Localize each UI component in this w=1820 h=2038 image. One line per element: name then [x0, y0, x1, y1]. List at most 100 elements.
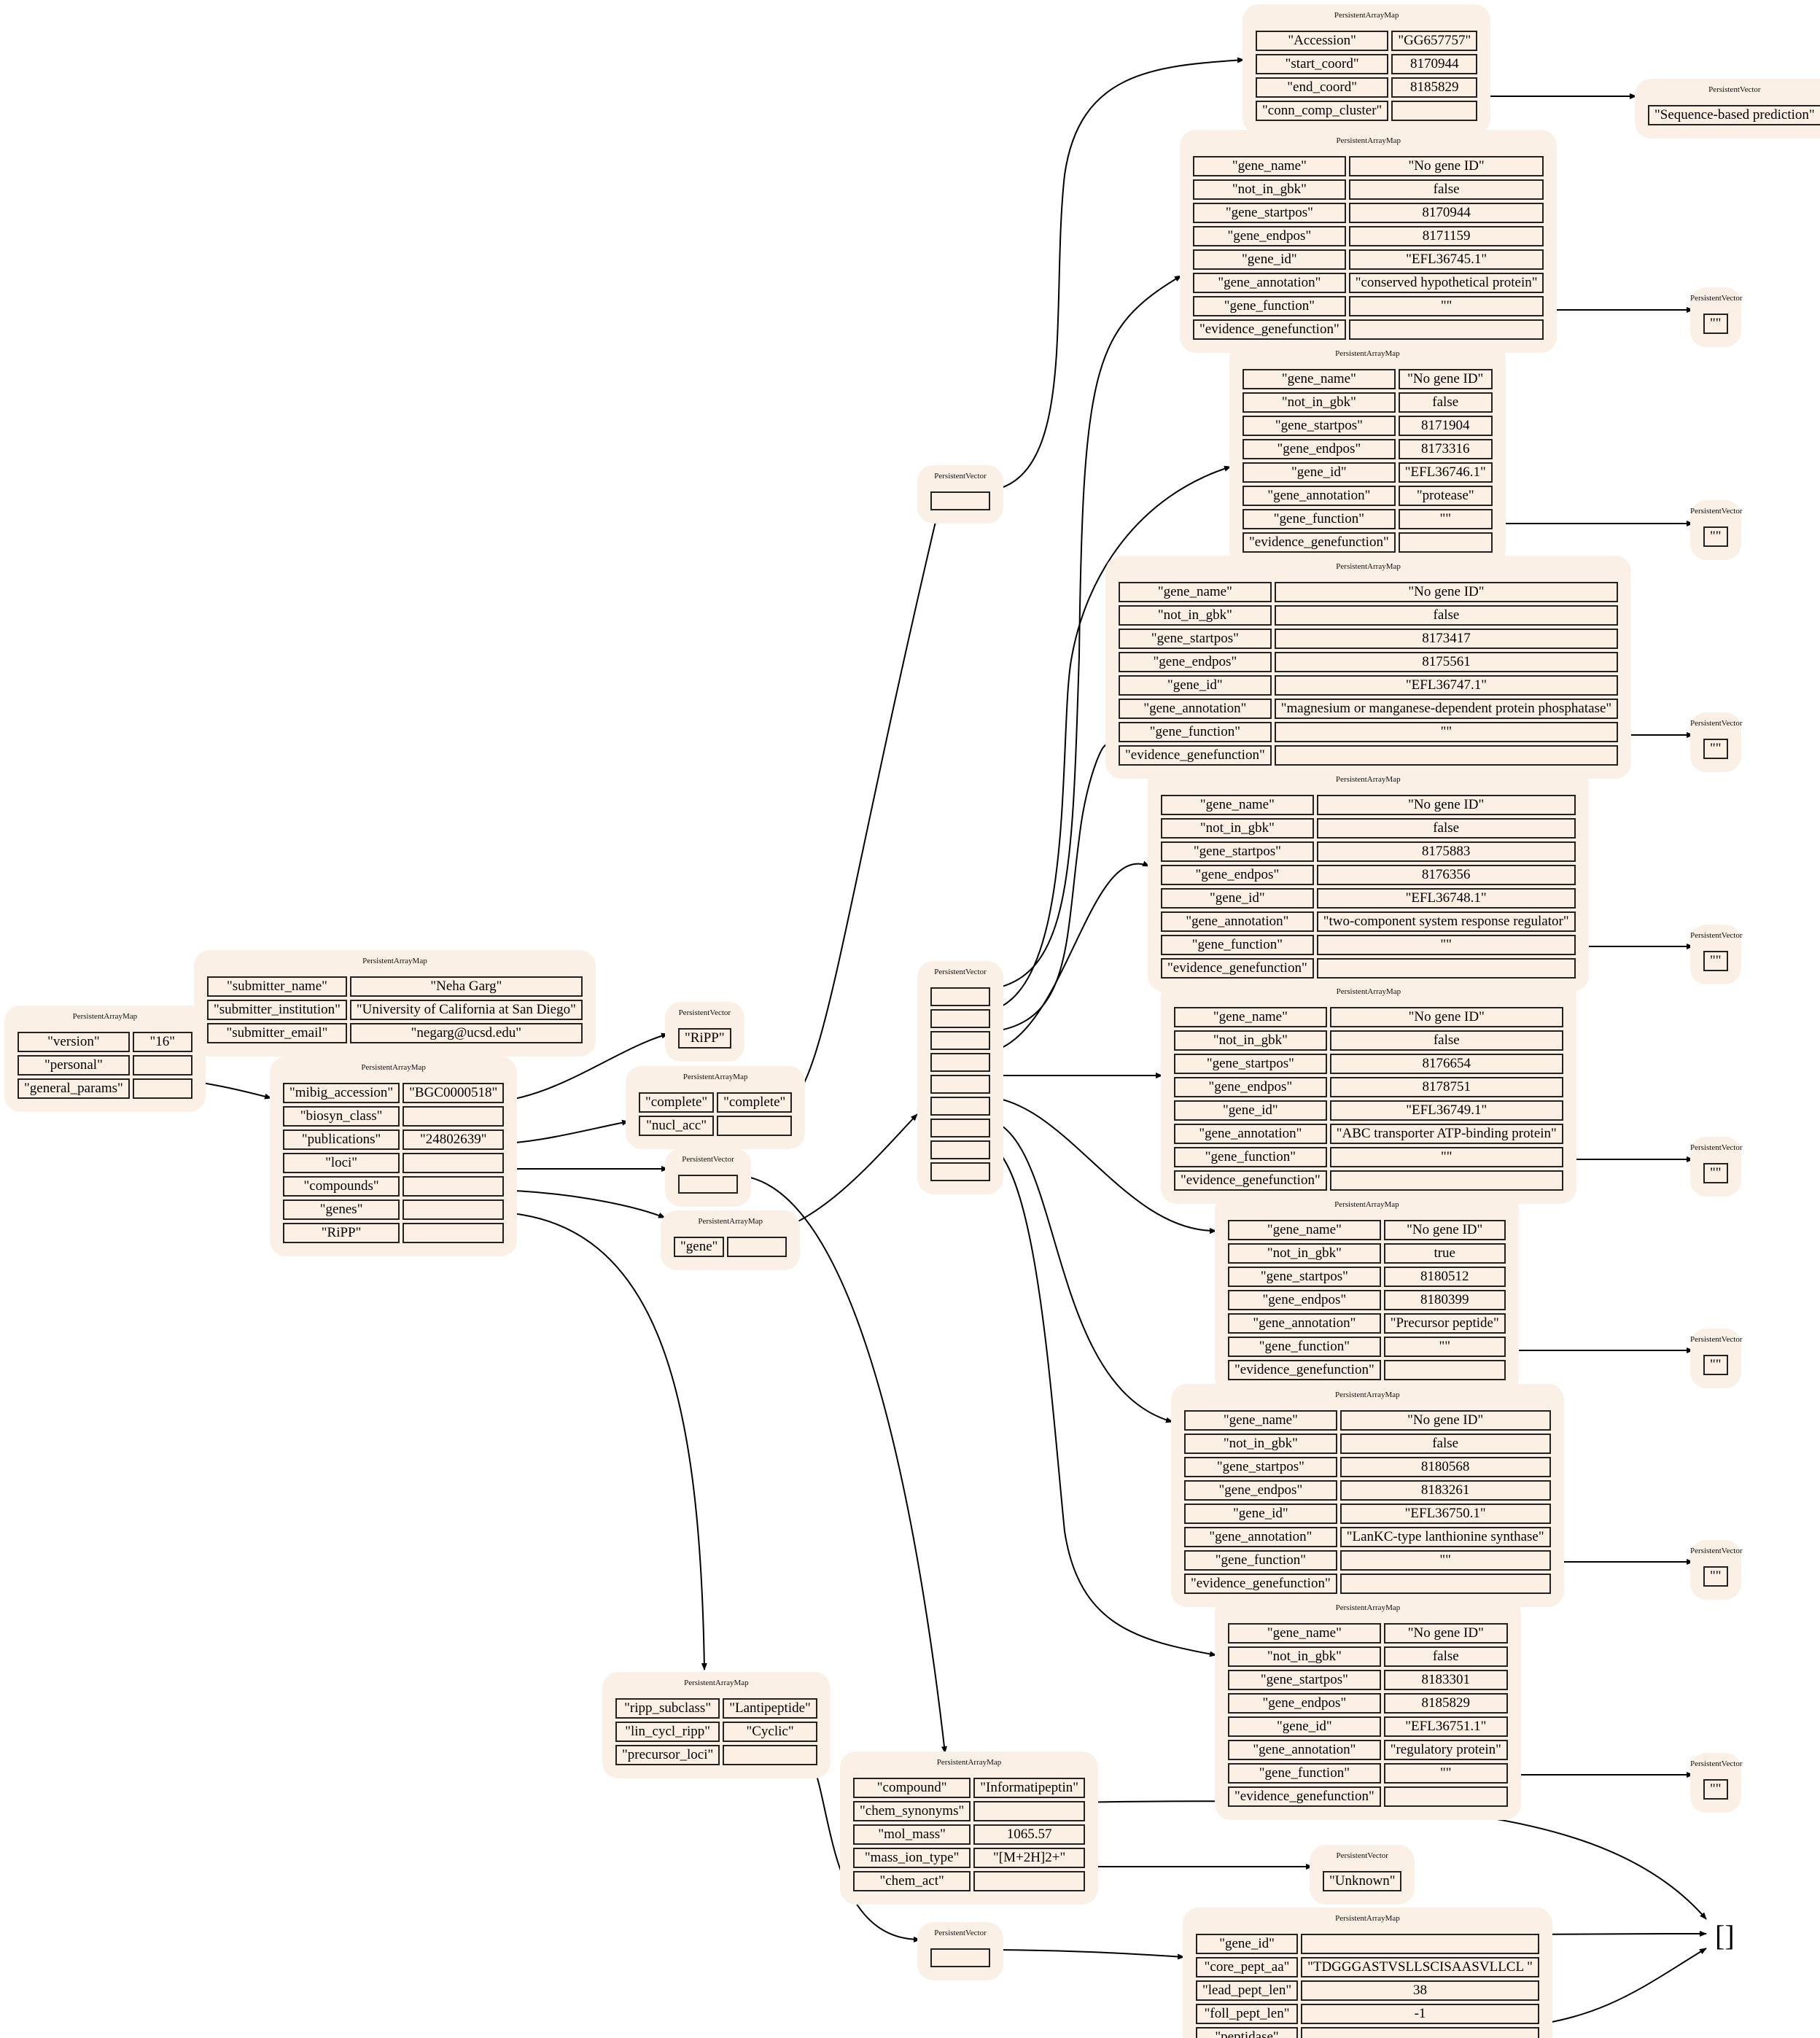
record-value: "" — [1383, 1763, 1508, 1784]
record-row: "core_pept_aa""TDGGGASTVSLLSCISAASVLLCL … — [1196, 1957, 1539, 1977]
record-row: "evidence_genefunction" — [1184, 1574, 1551, 1594]
record-table: "gene_name""No gene ID""not_in_gbk"false… — [1190, 153, 1547, 343]
record-row: "gene_id""EFL36745.1" — [1193, 249, 1544, 270]
record-value: 8175883 — [1316, 841, 1576, 862]
record-table: "gene_name""No gene ID""not_in_gbk"false… — [1181, 1407, 1554, 1597]
record-value — [402, 1199, 505, 1220]
record-value: "protease" — [1398, 486, 1493, 506]
record-value — [1301, 2027, 1539, 2038]
edge-arrow — [981, 1096, 1217, 1234]
record-row: "general_params" — [18, 1078, 192, 1099]
record-value: 8185829 — [1383, 1693, 1508, 1714]
record-key: "evidence_genefunction" — [1193, 319, 1346, 340]
record-key: "publications" — [283, 1129, 400, 1150]
node-type-label: PersistentArrayMap — [684, 1679, 749, 1687]
evidence-vector-3: PersistentVector "" — [1690, 712, 1743, 772]
record-table: "gene_name""No gene ID""not_in_gbk"false… — [1171, 1004, 1566, 1194]
record-row: "gene_startpos"8180512 — [1228, 1267, 1506, 1287]
record-value: 8173316 — [1398, 439, 1493, 459]
record-row: "Sequence-based prediction" — [1648, 105, 1820, 125]
record-value: false — [1274, 605, 1619, 626]
record-value: 38 — [1301, 1980, 1539, 2001]
node-type-label: PersistentArrayMap — [361, 1063, 426, 1072]
record-value — [1274, 745, 1619, 766]
record-value: "No gene ID" — [1398, 369, 1493, 389]
record-key: "not_in_gbk" — [1242, 392, 1396, 413]
record-value — [930, 1119, 990, 1137]
record-value: "" — [1703, 1355, 1728, 1375]
record-row: "evidence_genefunction" — [1242, 532, 1493, 553]
record-value: "" — [1703, 526, 1728, 547]
node-type-label: PersistentVector — [1690, 719, 1743, 728]
record-value — [402, 1153, 505, 1173]
node-type-label: PersistentVector — [934, 472, 987, 481]
gene-map-8: PersistentArrayMap"gene_name""No gene ID… — [1215, 1597, 1521, 1820]
record-row: "gene_name""No gene ID" — [1119, 582, 1619, 602]
node-type-label: PersistentVector — [678, 1008, 731, 1017]
edge-arrow — [981, 1949, 1185, 1960]
node-type-label: PersistentArrayMap — [1335, 1603, 1401, 1612]
record-row: "" — [1703, 1355, 1728, 1375]
record-row: "" — [1703, 951, 1728, 971]
record-row: "gene_function""" — [1228, 1763, 1508, 1784]
record-value: "" — [1703, 739, 1728, 759]
evidence-vector-7: PersistentVector"" — [1690, 1540, 1742, 1600]
record-key: "gene_endpos" — [1228, 1290, 1381, 1310]
node-type-label: PersistentVector — [1690, 931, 1743, 940]
record-row: "not_in_gbk"false — [1119, 605, 1619, 626]
record-row — [930, 1009, 990, 1028]
record-row: "compound""Informatipeptin" — [853, 1778, 1085, 1798]
record-value: false — [1329, 1030, 1563, 1051]
node-type-label: PersistentVector — [1690, 294, 1743, 303]
record-key: "gene_name" — [1161, 795, 1314, 815]
record-value — [717, 1116, 793, 1136]
record-key: "evidence_genefunction" — [1119, 745, 1272, 766]
record-value: "Unknown" — [1323, 1871, 1402, 1891]
node-type-label: PersistentArrayMap — [1336, 136, 1401, 145]
node-type-label: PersistentArrayMap — [1335, 775, 1401, 784]
record-row: "personal" — [18, 1055, 192, 1076]
gene-vector: PersistentVector — [917, 961, 1003, 1194]
record-row — [930, 1140, 990, 1159]
gene-map-4: PersistentArrayMap"gene_name""No gene ID… — [1148, 769, 1589, 992]
record-key: "version" — [18, 1032, 130, 1052]
node-type-label: PersistentArrayMap — [936, 1758, 1002, 1767]
precursor-loci-vector: PersistentVector — [917, 1922, 1003, 1980]
record-value — [727, 1237, 788, 1257]
record-row: "mol_mass"1065.57 — [853, 1824, 1085, 1845]
node-type-label: PersistentVector — [1690, 507, 1743, 516]
record-row: "gene_name""No gene ID" — [1174, 1007, 1563, 1027]
compound-map: PersistentArrayMap "compound""Informatipe… — [840, 1751, 1098, 1905]
record-key: "evidence_genefunction" — [1184, 1574, 1337, 1594]
node-type-label: PersistentVector — [1708, 85, 1761, 94]
evidence-vector-6: PersistentVector"" — [1690, 1329, 1742, 1388]
record-value — [930, 1140, 990, 1159]
record-row: "evidence_genefunction" — [1174, 1170, 1563, 1191]
record-row: "" — [1703, 314, 1728, 334]
record-key: "loci" — [283, 1153, 400, 1173]
record-table: "gene_name""No gene ID""not_in_gbk"false… — [1240, 366, 1496, 556]
node-type-label: PersistentArrayMap — [1334, 1200, 1399, 1209]
record-key: "not_in_gbk" — [1184, 1434, 1337, 1454]
record-key: "genes" — [283, 1199, 400, 1220]
record-table — [675, 1172, 741, 1197]
record-row: "lead_pept_len"38 — [1196, 1980, 1539, 2001]
record-key: "submitter_institution" — [207, 1000, 347, 1020]
record-value — [930, 491, 990, 510]
record-key: "precursor_loci" — [615, 1745, 720, 1765]
record-value: "ABC transporter ATP-binding protein" — [1329, 1124, 1563, 1144]
root-map: PersistentArrayMap"version""16""personal… — [4, 1006, 206, 1112]
record-key: "evidence_genefunction" — [1228, 1360, 1381, 1380]
record-value: "two-component system response regulator… — [1316, 911, 1576, 932]
gene-map-2: PersistentArrayMap"gene_name""No gene ID… — [1229, 343, 1506, 566]
record-key: "gene_annotation" — [1193, 273, 1346, 293]
record-row: "gene_name""No gene ID" — [1193, 156, 1544, 176]
record-key: "gene_annotation" — [1184, 1527, 1337, 1547]
biosyn-class-vector: PersistentVector"RiPP" — [665, 1002, 744, 1062]
record-row: "gene_function""" — [1193, 296, 1544, 316]
record-value: 8180568 — [1339, 1457, 1551, 1477]
record-value — [1398, 532, 1493, 553]
record-table: "" — [1700, 524, 1731, 550]
record-row: "conn_comp_cluster" — [1256, 101, 1478, 121]
